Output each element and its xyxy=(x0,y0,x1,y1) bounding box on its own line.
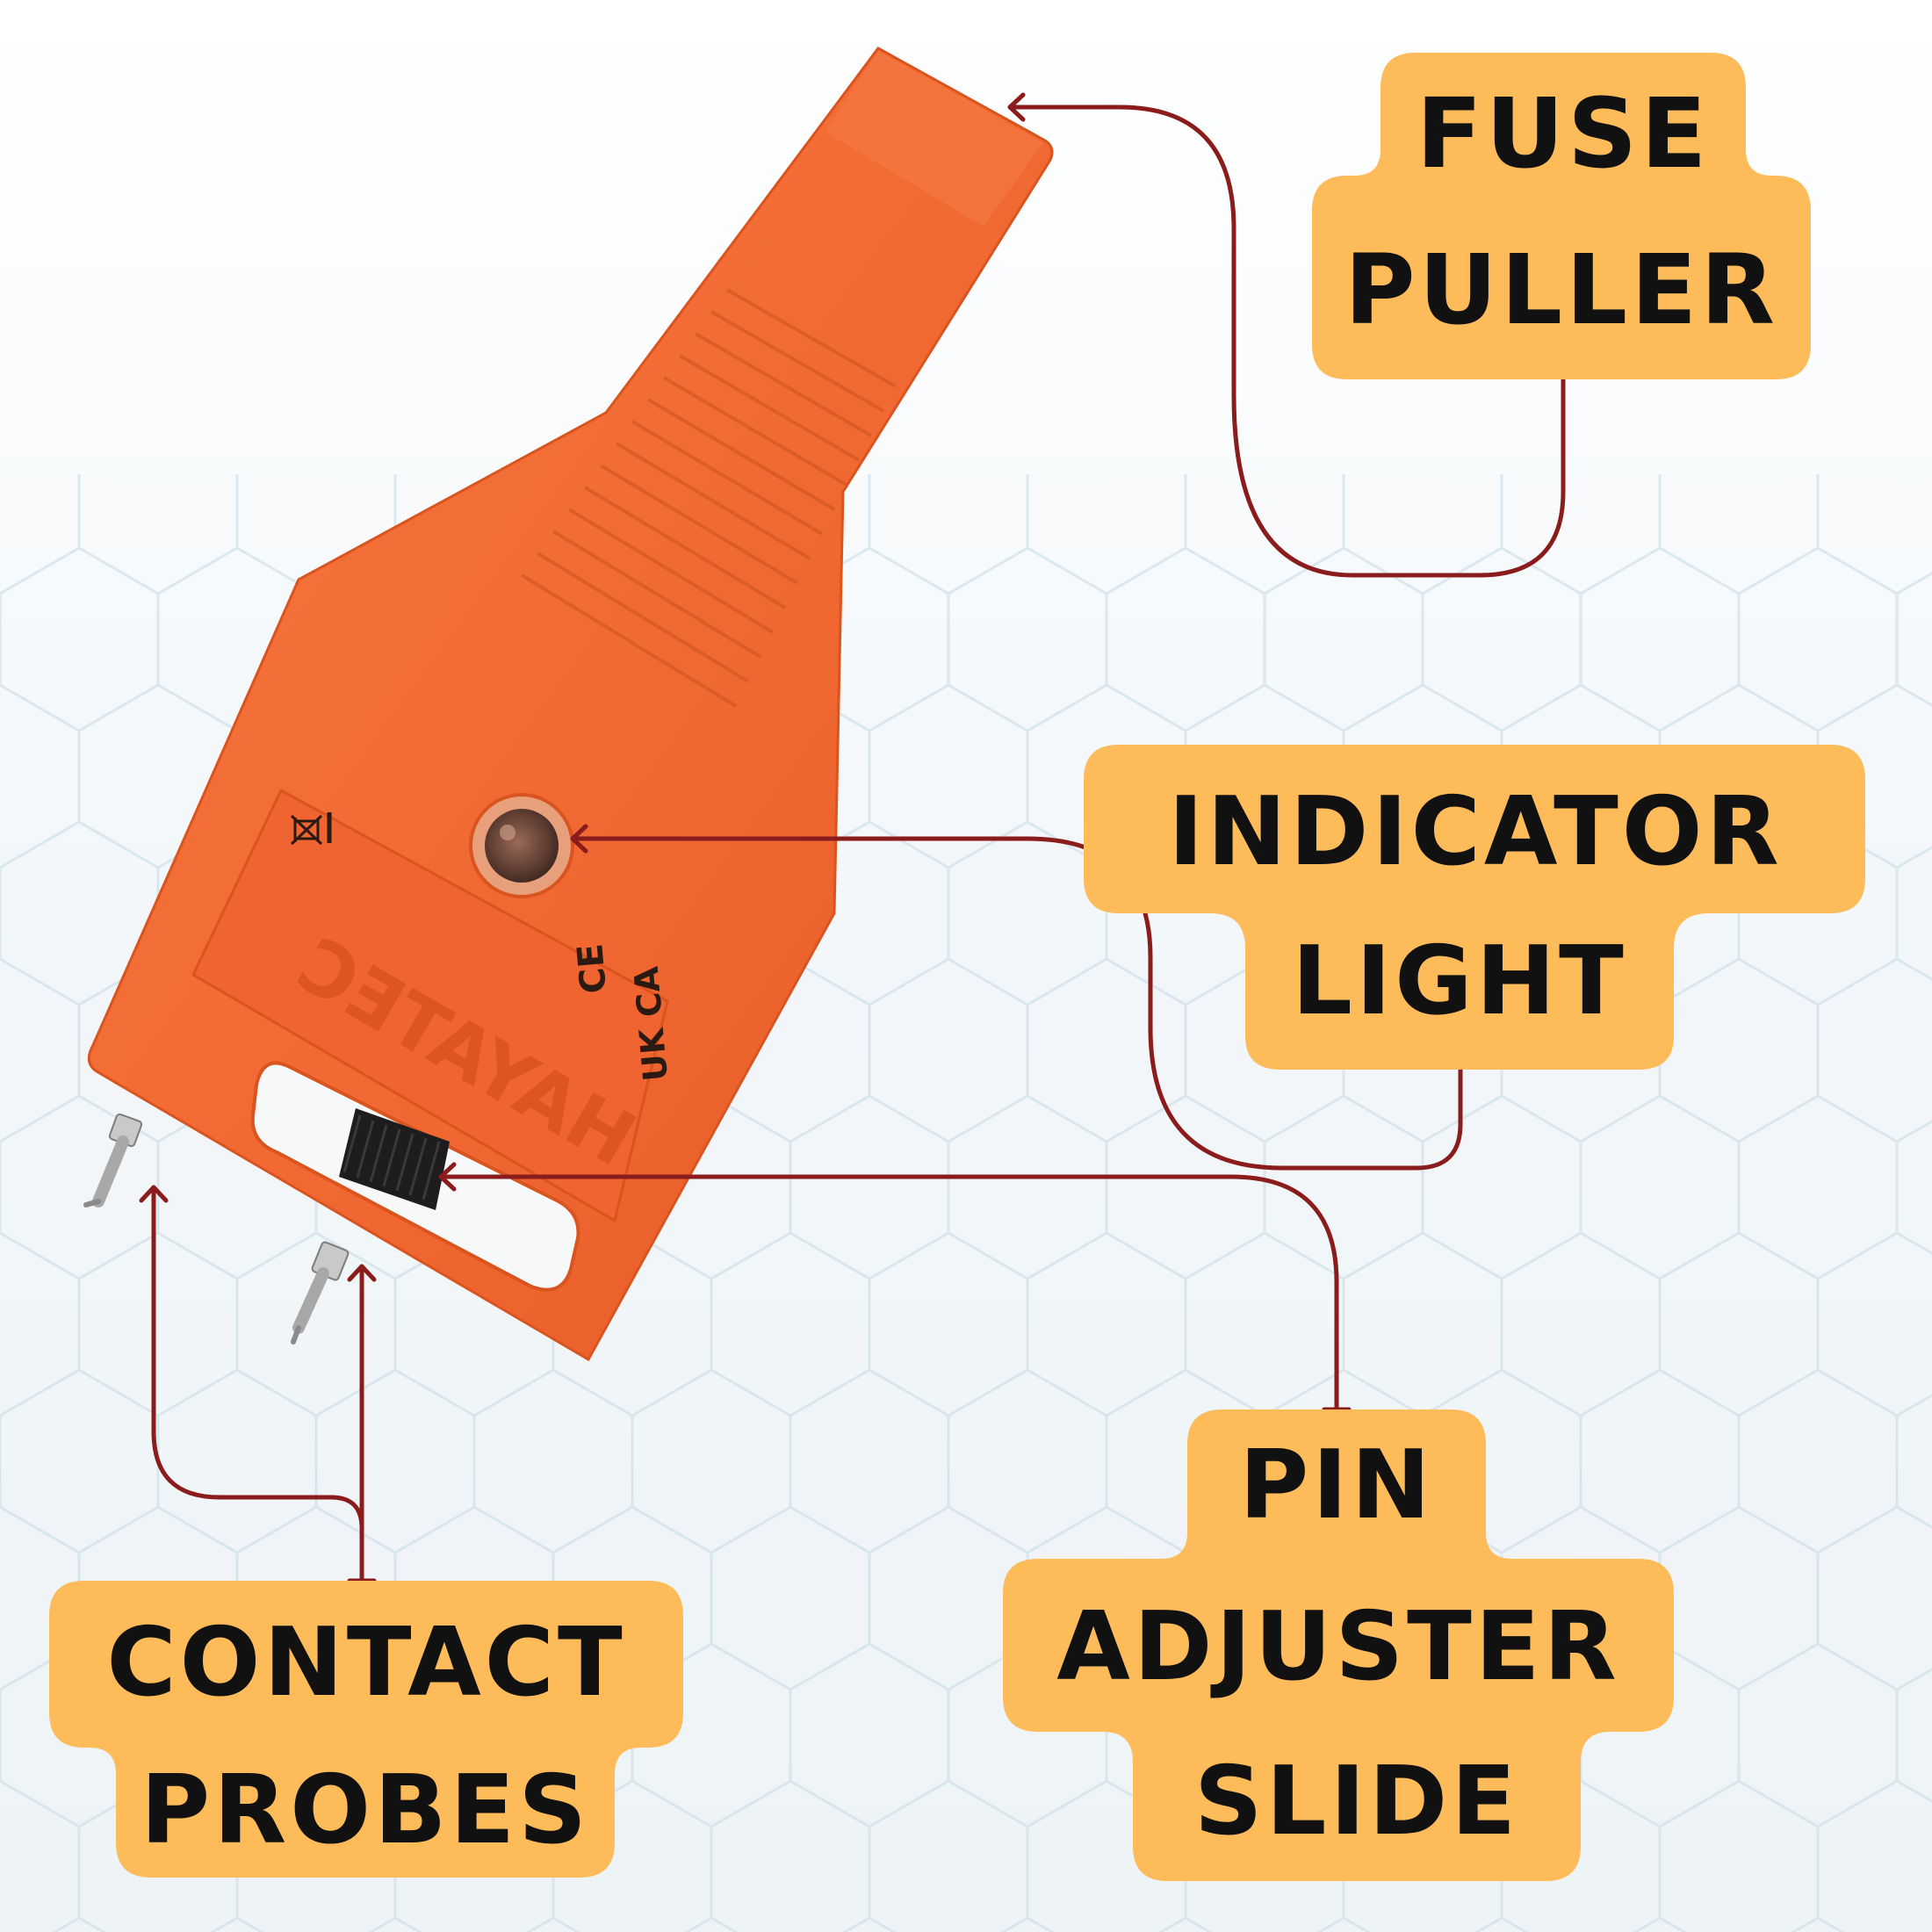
callout-pin-adjuster-line3: SLIDE xyxy=(1194,1747,1519,1856)
arrowhead-contact-probes-right xyxy=(347,1264,377,1282)
ce-mark: CE xyxy=(570,942,615,995)
contact-probe-left xyxy=(83,1113,143,1208)
arrowhead-pin-adjuster xyxy=(438,1162,457,1192)
callout-indicator-light-line2: LIGHT xyxy=(1292,926,1627,1036)
callout-contact-probes-line2: PROBES xyxy=(141,1755,590,1865)
callout-pin-adjuster-line2: ADJUSTER xyxy=(1056,1592,1620,1702)
callout-pin-adjuster-line1: PIN xyxy=(1239,1431,1434,1540)
weee-bin-icon xyxy=(290,814,323,846)
leader-fuse-puller xyxy=(1007,105,1566,578)
callout-fuse-puller: FUSE PULLER xyxy=(1312,53,1811,379)
callout-contact-probes: CONTACT PROBES xyxy=(49,1581,683,1878)
callout-fuse-puller-line2: PULLER xyxy=(1344,234,1778,346)
indicator-light xyxy=(469,793,574,898)
arrowhead-fuse-puller xyxy=(1007,92,1026,122)
fuse-tester-device: HAYATEC UK CA CE xyxy=(83,47,1054,1362)
fuse-puller-tip xyxy=(825,51,1043,227)
leader-lines xyxy=(139,92,1578,1583)
arrowhead-indicator-light xyxy=(570,824,588,854)
callout-indicator-light-line1: INDICATOR xyxy=(1168,777,1783,887)
contact-probe-right xyxy=(291,1241,350,1344)
leader-contact-probes-left xyxy=(151,1185,364,1583)
label-panel xyxy=(191,788,669,1223)
callout-indicator-light: INDICATOR LIGHT xyxy=(1084,745,1865,1070)
callout-contact-probes-line1: CONTACT xyxy=(106,1608,625,1718)
leader-pin-adjuster xyxy=(438,1174,1339,1412)
grip-ridges xyxy=(520,288,897,708)
arrowhead-contact-probes-left xyxy=(139,1185,169,1203)
callout-fuse-puller-line1: FUSE xyxy=(1417,77,1711,190)
pin-adjuster-knob[interactable] xyxy=(339,1108,450,1210)
callout-pin-adjuster-slide: PIN ADJUSTER SLIDE xyxy=(1003,1409,1674,1881)
